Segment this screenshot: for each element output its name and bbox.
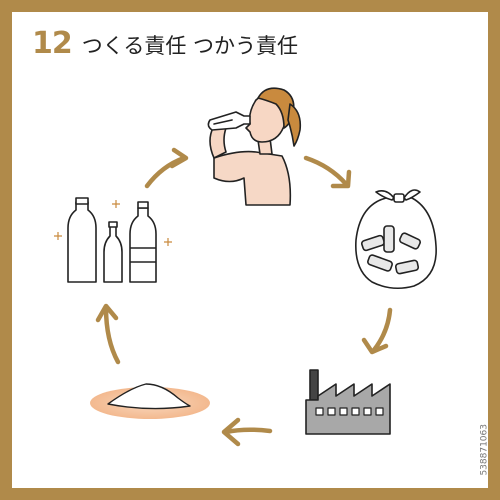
arrow-to-factory-icon <box>361 307 393 355</box>
new-bottles-icon <box>67 197 157 283</box>
recycle-cycle-diagram <box>54 87 437 447</box>
sparkle-icons <box>54 200 172 246</box>
factory-icon <box>305 369 391 435</box>
goal-number: 12 <box>32 26 73 61</box>
arrow-to-powder-icon <box>221 417 273 447</box>
trash-bag-icon <box>355 189 437 290</box>
arrow-to-person-icon <box>144 147 189 189</box>
arrow-to-bottles-icon <box>95 303 121 365</box>
person-drinking-icon <box>207 87 302 206</box>
recycled-powder-icon <box>90 383 210 419</box>
arrow-to-trash-icon <box>303 155 352 189</box>
header: 12 つくる責任 つかう責任 <box>32 26 298 61</box>
goal-title: つくる責任 つかう責任 <box>81 34 299 58</box>
